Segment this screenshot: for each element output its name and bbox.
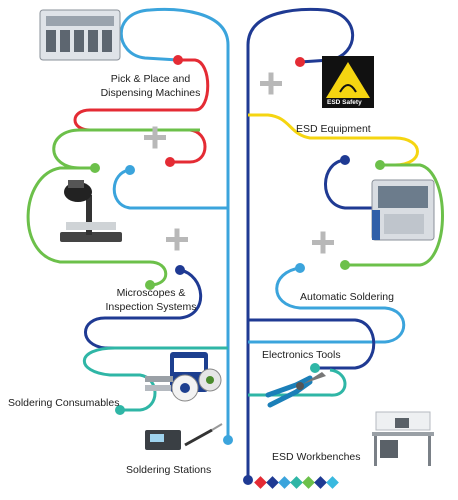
label-microscopes: Microscopes &Inspection Systems — [105, 287, 197, 313]
plus-icon — [144, 126, 166, 149]
node-lightblue-right — [295, 263, 305, 273]
label-electronics-tools: Electronics Tools — [262, 349, 341, 361]
label-soldering-consumables: Soldering Consumables — [8, 397, 120, 409]
electronics-tools-image — [265, 372, 326, 408]
soldering-consumables-image — [145, 352, 222, 402]
esd-workbench-image — [372, 411, 434, 466]
node-teal-right — [310, 363, 320, 373]
node-teal-left — [115, 405, 125, 415]
line-teal-right — [248, 368, 347, 397]
label-automatic-soldering: Automatic Soldering — [300, 291, 394, 303]
line-navy-right-trunk — [246, 7, 355, 480]
line-green-right — [324, 158, 395, 210]
soldering-station-image — [145, 423, 223, 450]
label-esd-safety: ESD Safety — [327, 99, 362, 106]
line-green-microscopes — [26, 166, 168, 287]
automatic-soldering-machine-image — [371, 179, 435, 241]
node-navy-top — [295, 57, 305, 67]
line-yellow-esd — [248, 113, 419, 167]
label-esd-equipment: ESD Equipment — [296, 123, 371, 135]
line-lightblue-right — [248, 266, 406, 344]
label-esd-workbenches: ESD Workbenches — [272, 451, 361, 463]
line-navy-right-lower — [248, 318, 376, 370]
bottom-color-squares — [254, 476, 339, 489]
pick-place-machine-image — [39, 9, 121, 61]
esd-safety-icon — [322, 56, 374, 108]
line-lightblue-left — [119, 7, 230, 440]
node-green-left — [90, 163, 100, 173]
line-green-right-outer — [345, 163, 444, 267]
node-red — [165, 157, 175, 167]
plus-icon — [166, 228, 188, 251]
node-navy-left — [175, 265, 185, 275]
line-teal-left — [82, 346, 228, 412]
label-soldering-stations: Soldering Stations — [126, 464, 212, 476]
line-green-upper — [52, 128, 200, 170]
node-green-right — [145, 280, 155, 290]
microscope-image — [60, 180, 122, 242]
node-trunk-navy — [243, 475, 253, 485]
node-green-right-end — [340, 260, 350, 270]
node-navy-right — [340, 155, 350, 165]
line-red-pickplace — [73, 58, 210, 164]
plus-icon — [312, 231, 334, 254]
node-lightblue-inner — [125, 165, 135, 175]
plus-icon — [260, 72, 282, 95]
line-lightblue-inner — [112, 168, 228, 210]
line-navy-left — [84, 268, 203, 350]
node-trunk-lightblue — [223, 435, 233, 445]
